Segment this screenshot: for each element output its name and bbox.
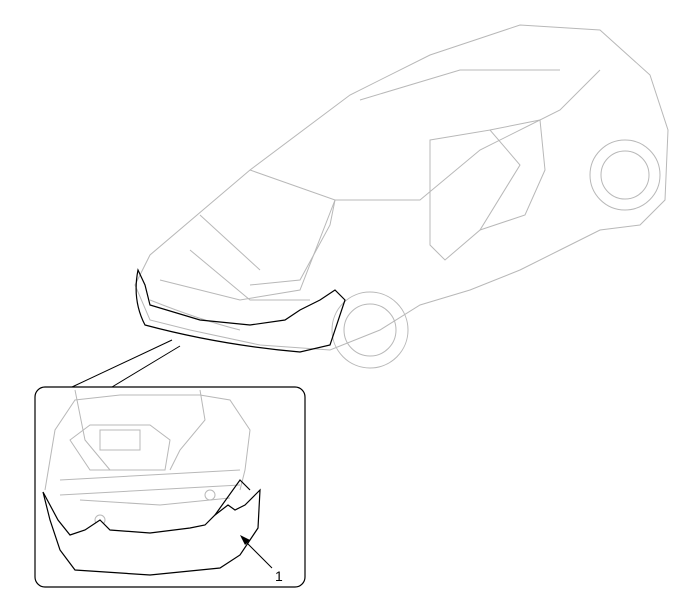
leader-lines (71, 339, 181, 388)
trunk-detail-drawing (44, 389, 251, 526)
car-overview-drawing (134, 24, 669, 369)
callout-label-1: 1 (275, 568, 283, 584)
callout-arrow (240, 535, 273, 569)
bumper-highlight (135, 268, 346, 353)
bumper-cover-part (42, 479, 261, 576)
